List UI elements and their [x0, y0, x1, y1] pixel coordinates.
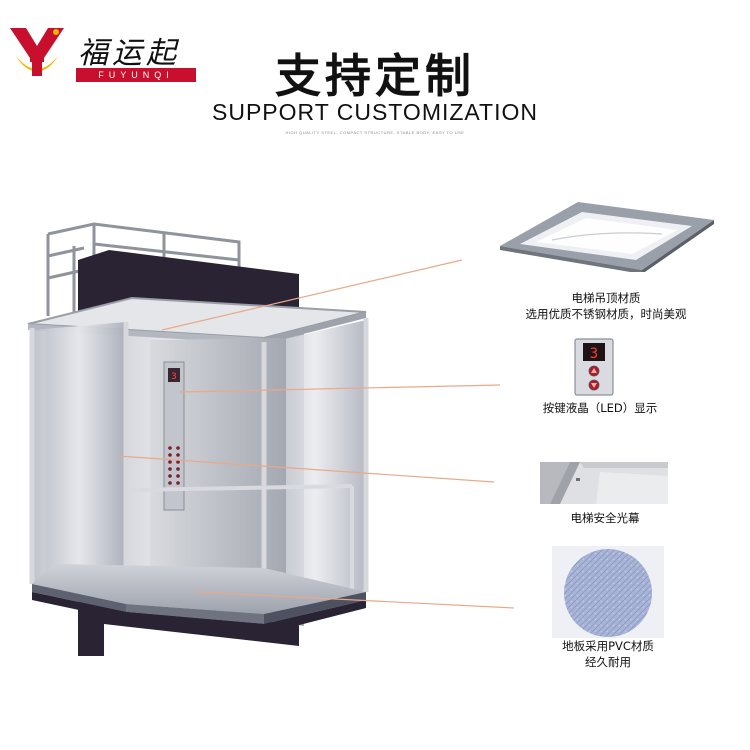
page-title: 支持定制	[275, 49, 475, 103]
brand-name: 福运起	[78, 36, 180, 71]
page-tagline: HIGH QUALITY STEEL, COMPACT STRUCTURE, S…	[285, 130, 465, 135]
brand-mark-icon	[10, 28, 64, 76]
feature-ceiling-image	[492, 196, 720, 274]
feature-floor-title: 地板采用PVC材质	[562, 639, 654, 653]
brand-logo: 福运起 FUYUNQI	[6, 22, 206, 84]
feature-floor-caption: 地板采用PVC材质 经久耐用	[520, 638, 696, 670]
brand-romanized: FUYUNQI	[76, 68, 196, 82]
page-subtitle: SUPPORT CUSTOMIZATION	[212, 99, 538, 125]
feature-ceiling-desc: 选用优质不锈钢材质，时尚美观	[525, 307, 687, 321]
feature-curtain-caption: 电梯安全光幕	[530, 510, 680, 526]
feature-floor-image	[552, 546, 664, 638]
feature-curtain-image	[540, 462, 668, 504]
feature-ceiling-title: 电梯吊顶材质	[571, 291, 641, 305]
led-button-panel-icon: 3	[574, 338, 614, 396]
feature-led-caption: 按键液晶（LED）显示	[520, 400, 680, 416]
feature-floor-desc: 经久耐用	[585, 655, 631, 669]
feature-ceiling-caption: 电梯吊顶材质 选用优质不锈钢材质，时尚美观	[478, 290, 734, 322]
svg-text:3: 3	[171, 372, 176, 382]
feature-led-image: 3	[574, 338, 614, 396]
ceiling-panel-icon	[500, 202, 714, 274]
led-display-digit: 3	[590, 346, 598, 362]
elevator-illustration: 3	[27, 222, 369, 656]
light-curtain-icon	[540, 462, 668, 504]
pvc-floor-icon	[552, 546, 664, 638]
feature-led-title: 按键液晶（LED）显示	[542, 401, 658, 415]
feature-curtain-title: 电梯安全光幕	[570, 511, 640, 525]
